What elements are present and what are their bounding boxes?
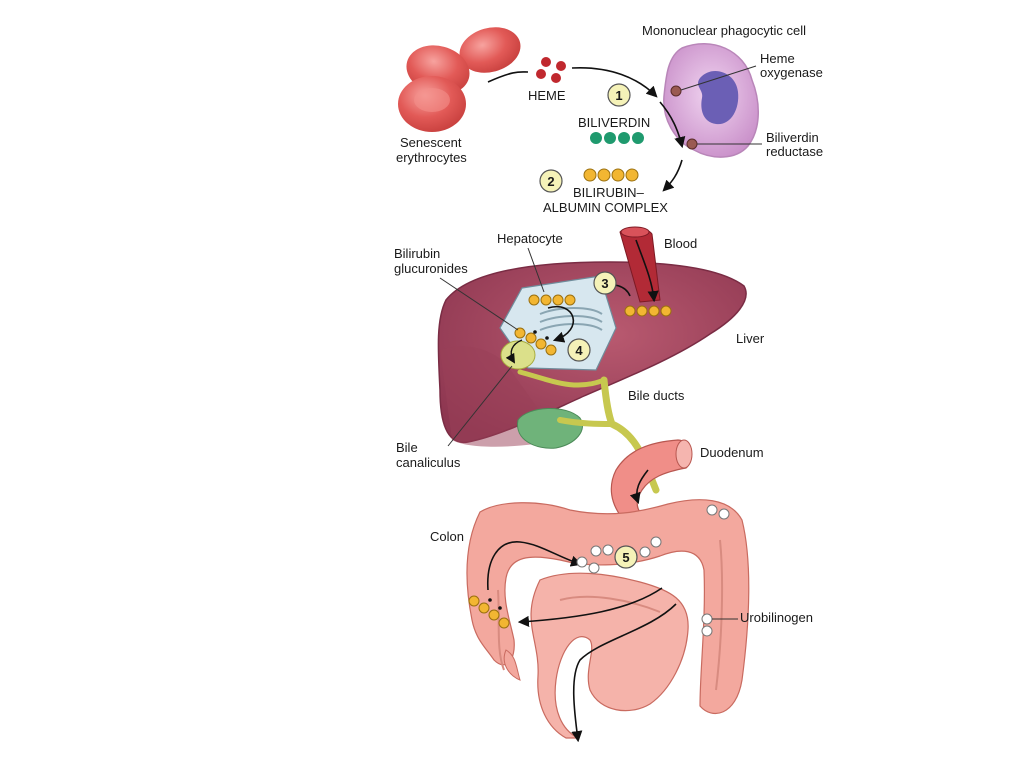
step-number-4: 4 — [575, 343, 583, 358]
complex-label-2: ALBUMIN COMPLEX — [543, 200, 668, 215]
erythrocyte-shape — [459, 27, 521, 73]
bilirubin-dots-liver — [624, 305, 672, 317]
step-badge-4 — [567, 338, 591, 362]
step-number-3: 3 — [601, 276, 608, 291]
hepatocyte-label: Hepatocyte — [497, 231, 563, 246]
heme-label: HEME — [528, 88, 566, 103]
step-number-1: 1 — [615, 88, 622, 103]
step-badge-5 — [614, 545, 638, 569]
duodenum-label: Duodenum — [700, 445, 764, 460]
heme-oxygenase-label-1: Heme — [760, 51, 795, 66]
biliverdin-reductase-label-2: reductase — [766, 144, 823, 159]
nucleus-shape — [698, 70, 739, 125]
heme-dots — [536, 57, 566, 83]
gallbladder-shape — [517, 407, 583, 449]
bile-canaliculus-label-2: canaliculus — [396, 455, 461, 470]
colon-label: Colon — [430, 529, 464, 544]
liver-label: Liver — [736, 331, 765, 346]
bile-canaliculus-shape — [500, 340, 536, 370]
glucuronides-label-2: glucuronides — [394, 261, 468, 276]
heme-oxygenase-label-2: oxygenase — [760, 65, 823, 80]
glucuronides-label-1: Bilirubin — [394, 246, 440, 261]
biliverdin-reductase-label-1: Biliverdin — [766, 130, 819, 145]
heme-oxygenase-marker — [670, 85, 682, 97]
step-badge-2 — [539, 169, 563, 193]
bilirubin-dots-hepatocyte — [528, 294, 576, 306]
bilirubin-dots-colon — [468, 595, 510, 629]
bilirubin-dots-complex — [583, 168, 639, 182]
step-badge-3 — [593, 271, 617, 295]
step-number-5: 5 — [622, 550, 629, 565]
bile-canaliculus-label-1: Bile — [396, 440, 418, 455]
urobilinogen-dots — [576, 504, 730, 637]
step-number-2: 2 — [547, 174, 554, 189]
glucuronide-dots — [514, 327, 557, 356]
step-badge-1 — [607, 83, 631, 107]
biliverdin-reductase-marker — [686, 138, 698, 150]
biliverdin-label: BILIVERDIN — [578, 115, 650, 130]
urobilinogen-label: Urobilinogen — [740, 610, 813, 625]
complex-label-1: BILIRUBIN– — [573, 185, 645, 200]
senescent-label-1: Senescent — [400, 135, 462, 150]
small-intestine-shape — [530, 572, 689, 739]
senescent-label-2: erythrocytes — [396, 150, 467, 165]
bile-ducts-label: Bile ducts — [628, 388, 685, 403]
biliverdin-dots — [590, 132, 644, 144]
erythrocytes-group — [398, 27, 521, 132]
mononuclear-label: Mononuclear phagocytic cell — [642, 23, 806, 38]
blood-label: Blood — [664, 236, 697, 251]
